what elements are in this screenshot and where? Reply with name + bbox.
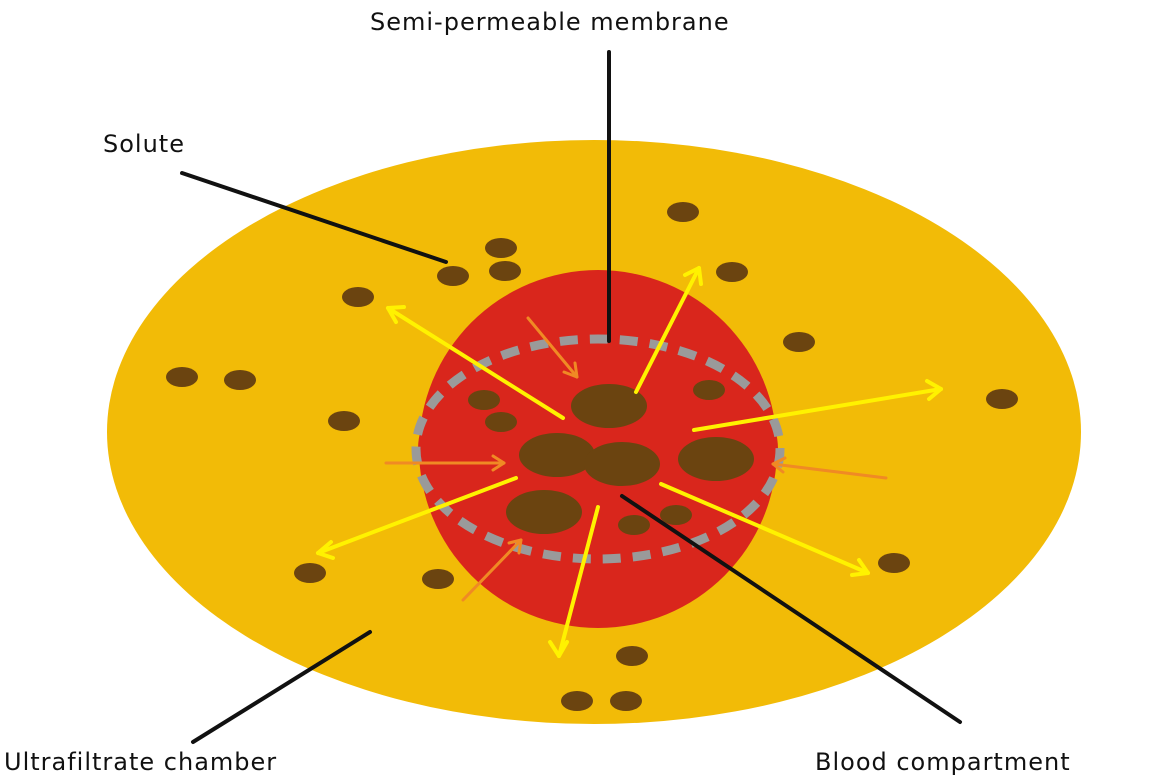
- solute: [561, 691, 593, 711]
- solute: [693, 380, 725, 400]
- solute: [610, 691, 642, 711]
- solute: [342, 287, 374, 307]
- solute: [667, 202, 699, 222]
- solute: [294, 563, 326, 583]
- solute: [660, 505, 692, 525]
- solute: [986, 389, 1018, 409]
- solute: [437, 266, 469, 286]
- blood-compartment-label: Blood compartment: [815, 748, 1071, 776]
- membrane-label: Semi-permeable membrane: [370, 8, 730, 36]
- solute: [618, 515, 650, 535]
- solute: [506, 490, 582, 534]
- solute: [616, 646, 648, 666]
- solute: [489, 261, 521, 281]
- solute: [584, 442, 660, 486]
- solute: [485, 238, 517, 258]
- solute: [716, 262, 748, 282]
- solute: [422, 569, 454, 589]
- solute: [224, 370, 256, 390]
- solute: [328, 411, 360, 431]
- solute: [678, 437, 754, 481]
- solute: [519, 433, 595, 477]
- solute: [485, 412, 517, 432]
- solute: [878, 553, 910, 573]
- solute-label: Solute: [103, 130, 185, 158]
- solute: [468, 390, 500, 410]
- solute: [166, 367, 198, 387]
- solute: [783, 332, 815, 352]
- ultrafiltrate-chamber-label: Ultrafiltrate chamber: [4, 748, 277, 776]
